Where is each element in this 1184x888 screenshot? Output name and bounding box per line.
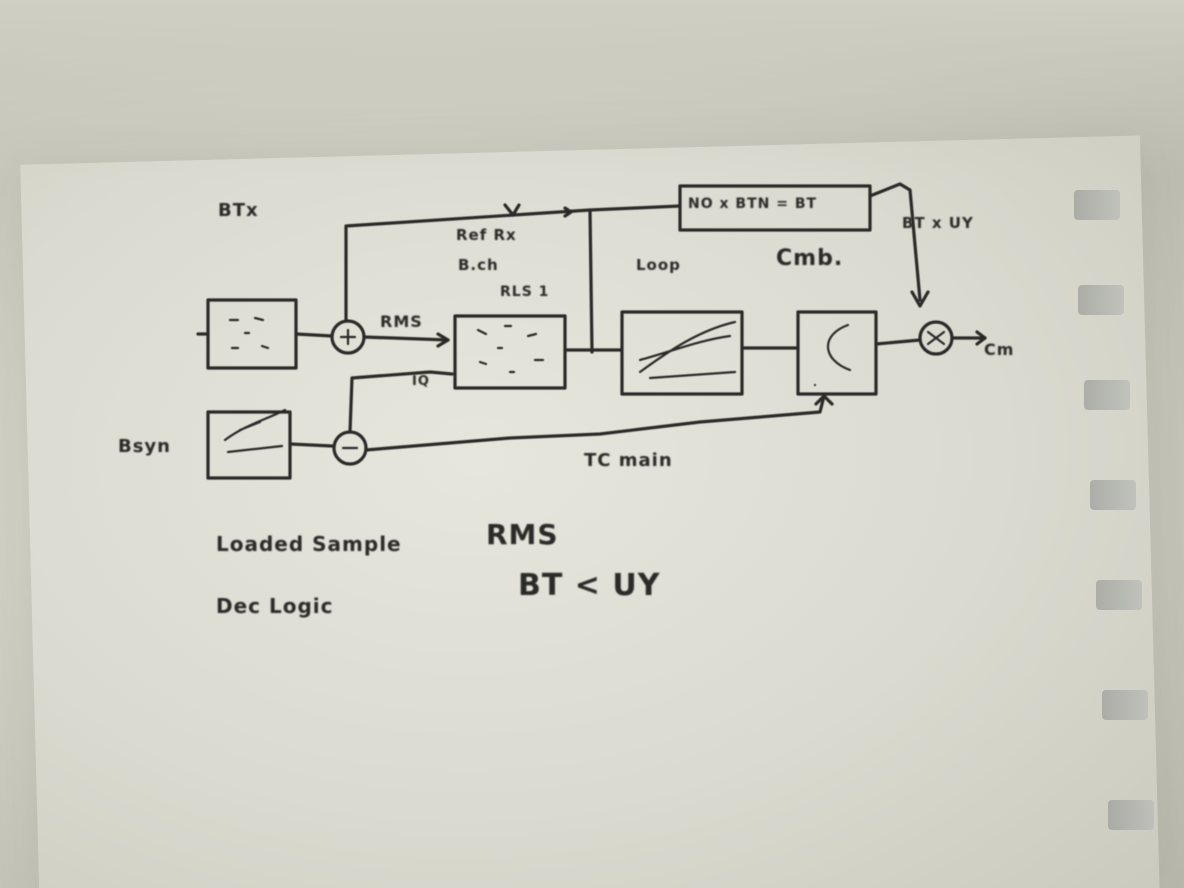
label-ber-block: NO x BTN = BT [688, 196, 818, 212]
note-2-key: Dec Logic [216, 594, 334, 618]
arrow-tick [503, 203, 521, 217]
label-output: Cm [984, 340, 1015, 359]
adder-1 [294, 319, 366, 355]
notebook-holes [1034, 180, 1164, 880]
path-to-demod [362, 335, 450, 342]
label-trc: TC main [584, 450, 673, 471]
note-1-key: Loaded Sample [216, 532, 402, 556]
label-top-left: BTx [218, 200, 259, 221]
label-cmb: Cmb. [776, 246, 844, 271]
paper-shadow [0, 0, 1184, 180]
ber-to-mixer [868, 182, 922, 302]
path-to-demod-lower [348, 370, 454, 434]
filter-block [620, 310, 744, 396]
feedback-tap [588, 208, 594, 354]
label-ref-rx-line: B.ch [458, 256, 499, 274]
label-bottom-input: Bsyn [118, 436, 171, 457]
label-compensate: RMS [380, 312, 423, 331]
feedback-path [344, 204, 682, 323]
label-loop: Loop [636, 256, 681, 274]
note-1-value: RMS [486, 518, 559, 551]
output-mixer [874, 320, 987, 356]
label-ref-rx-sub: RLS 1 [500, 284, 550, 300]
input-block [196, 298, 298, 370]
adder-2 [332, 430, 368, 466]
bottom-input-block [206, 408, 292, 480]
label-ref-rx: Ref Rx [456, 226, 517, 244]
ber-block [678, 184, 872, 232]
note-2-value: BT < UY [518, 568, 661, 603]
path-to-adder2 [288, 442, 334, 448]
trc-path [364, 394, 826, 452]
slicer-block [796, 310, 878, 396]
label-ber-tap: BT x UY [902, 214, 974, 232]
label-iq: IQ [412, 374, 430, 389]
demod-block [453, 314, 567, 390]
